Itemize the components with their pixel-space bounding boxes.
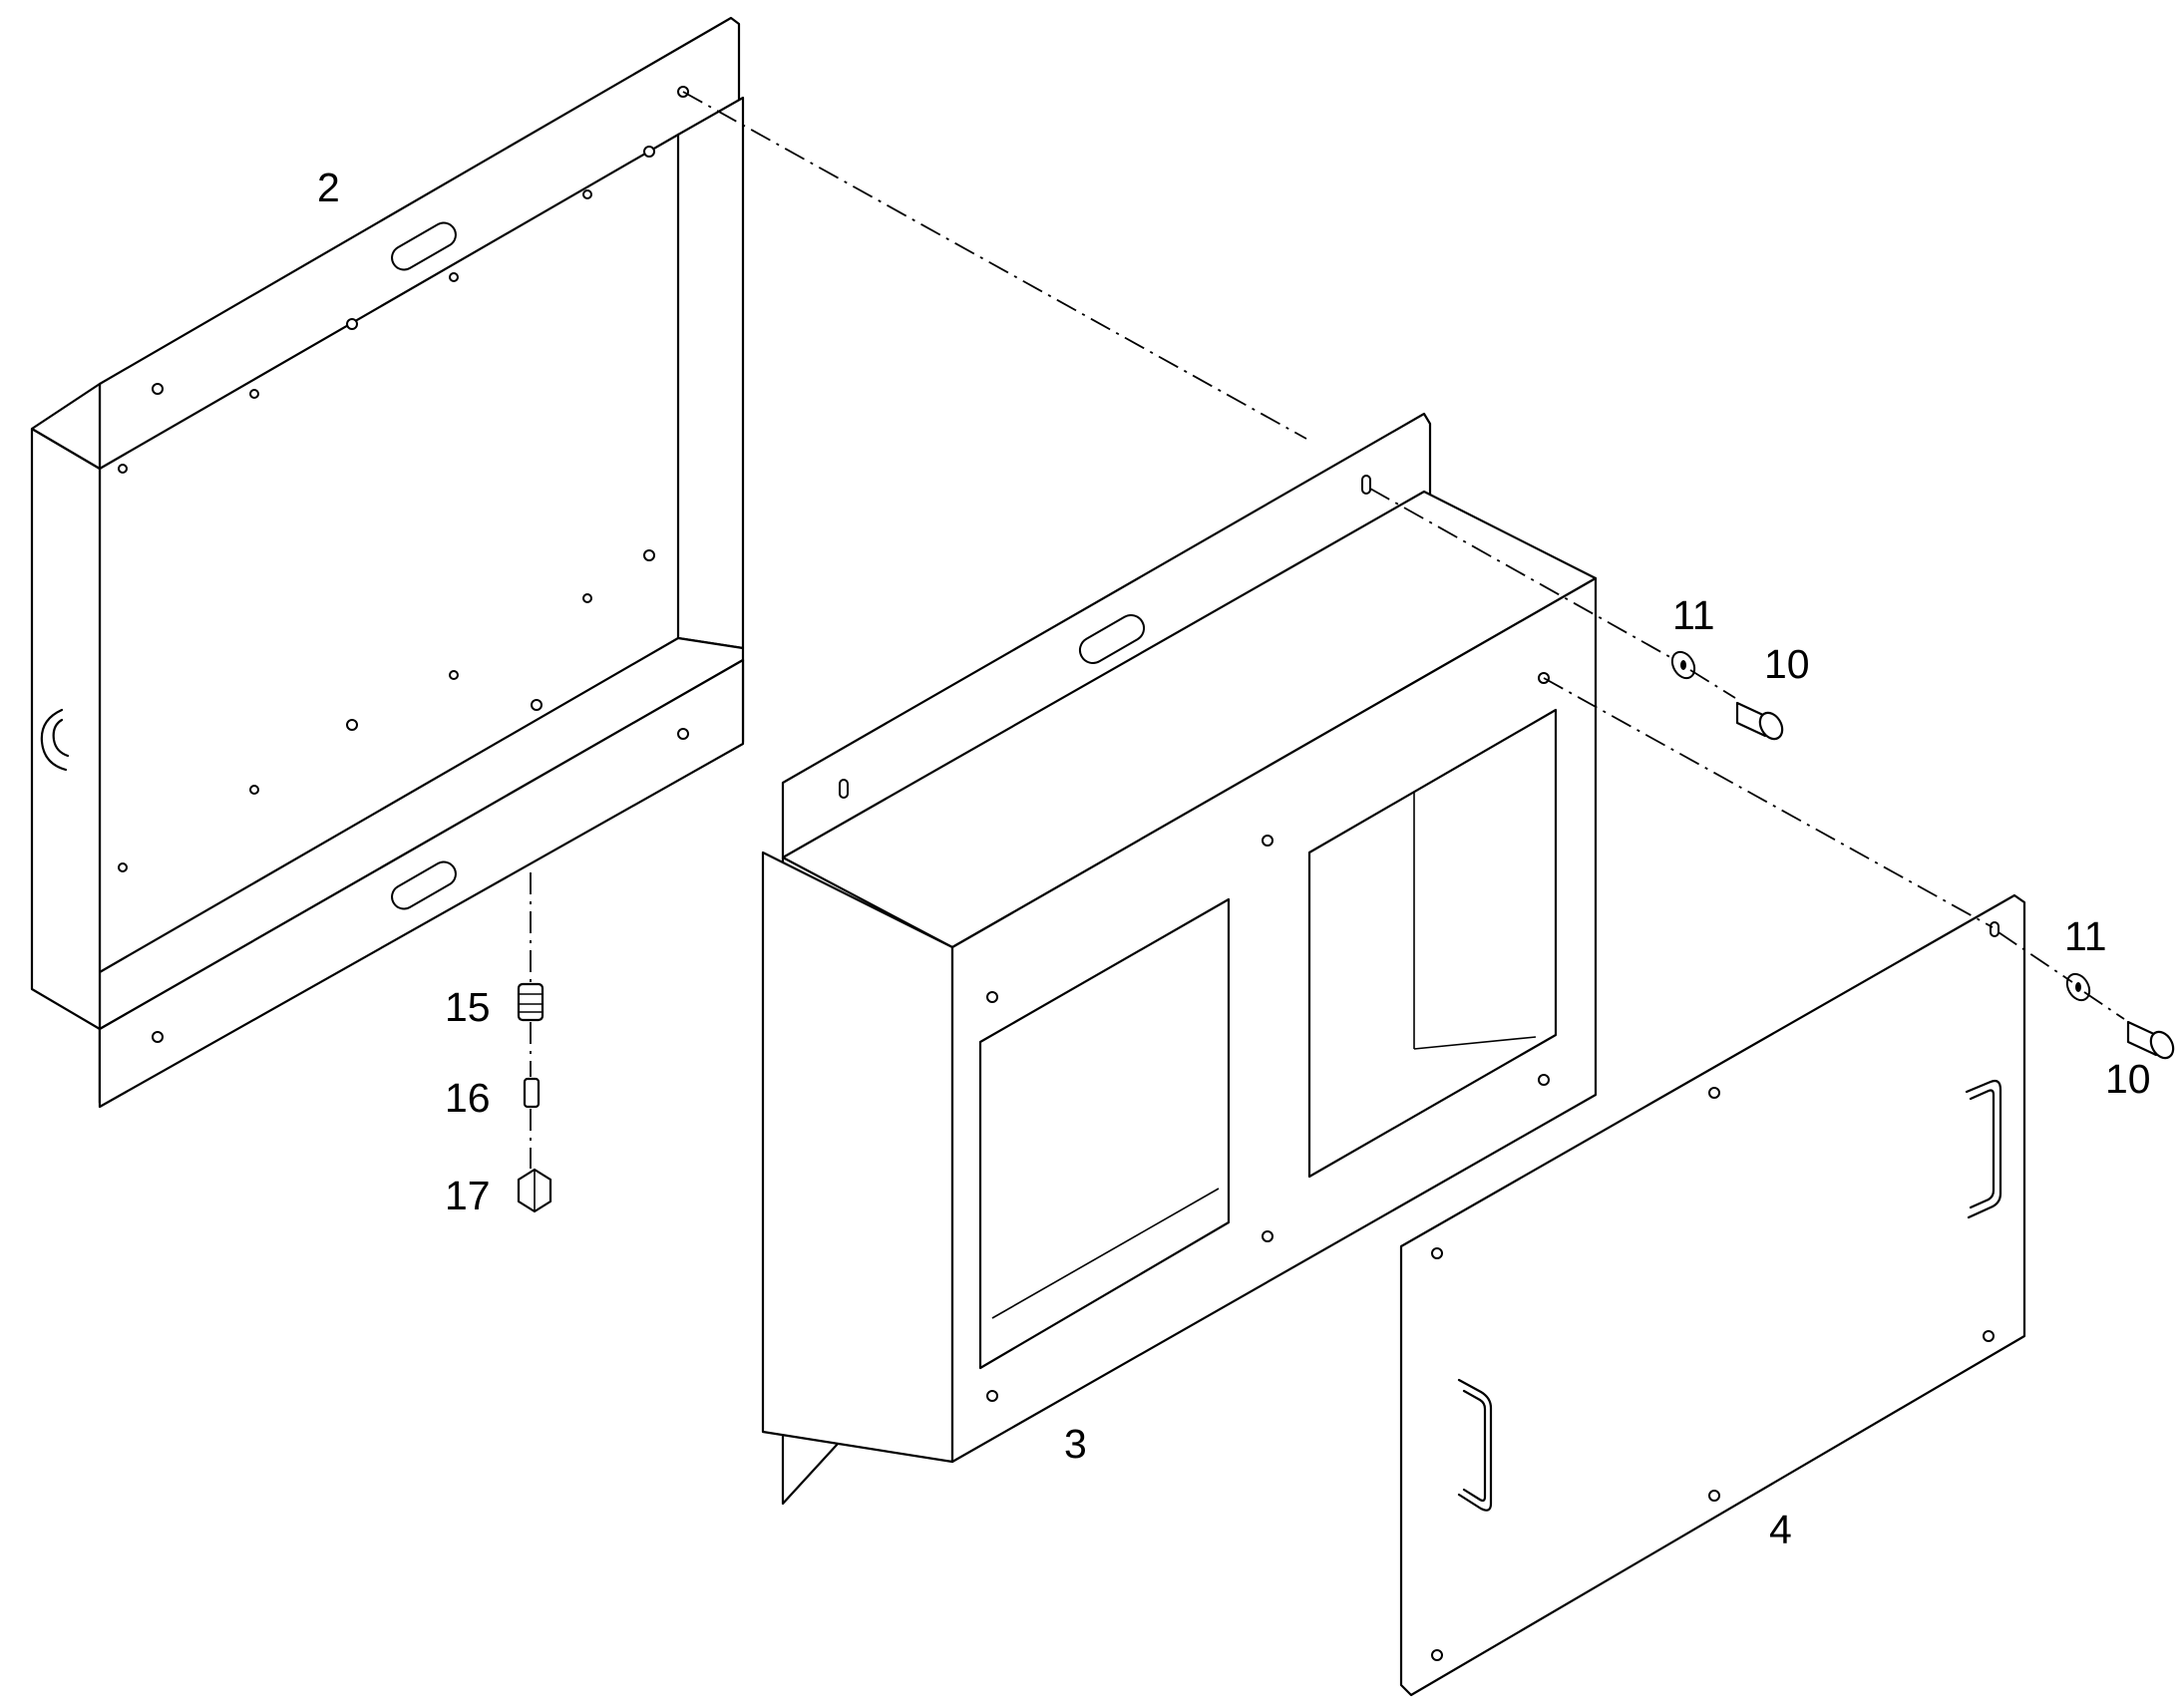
bolt-10-upper [1735,701,1784,741]
callout-15: 15 [445,984,491,1030]
handle-upper [1965,1079,2002,1219]
callout-10-upper: 10 [1764,641,1810,687]
slot-top [391,221,457,271]
callout-11-upper: 11 [1672,592,1715,638]
hook-icon [40,708,70,772]
washer-11-upper [1670,650,1696,680]
slot-housing [1078,614,1146,664]
part-4-cover-plate [1399,893,2026,1697]
callout-17: 17 [445,1173,491,1218]
bolt-10-lower [2126,1020,2175,1060]
nut-17 [517,1168,552,1213]
callout-11-lower: 11 [2064,913,2107,959]
fitting-16 [523,1077,541,1109]
fitting-15 [517,982,545,1022]
callout-4: 4 [1769,1507,1792,1552]
part-3-housing [761,412,1598,1506]
window-left [978,897,1231,1370]
center-lines [530,91,2125,1169]
window-right [1307,708,1558,1179]
callout-3: 3 [1064,1421,1087,1467]
callout-2: 2 [317,165,340,210]
slot-bottom [391,860,457,910]
callout-labels: 2 3 4 11 10 11 10 15 16 17 [317,165,2151,1552]
handle-lower [1457,1378,1493,1512]
frame-holes [118,86,689,1043]
part-2-rear-frame [30,16,745,1109]
callout-10-lower: 10 [2105,1056,2151,1102]
washer-11-lower [2065,972,2091,1002]
callout-16: 16 [445,1075,491,1121]
